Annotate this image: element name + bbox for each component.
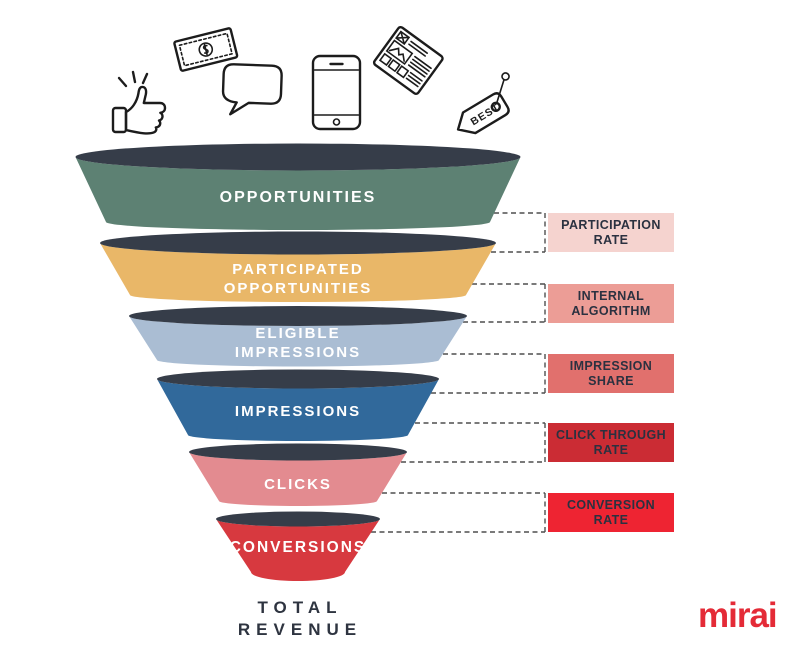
stage-rim xyxy=(189,443,407,461)
rate-label-line2: RATE xyxy=(593,512,629,527)
rate-label-line1: PARTICIPATION xyxy=(561,217,661,232)
connector-participation-rate xyxy=(491,212,546,253)
rate-box-participation-rate: PARTICIPATION RATE xyxy=(548,213,674,252)
stage-body xyxy=(100,243,496,302)
rate-label-line1: CONVERSION xyxy=(566,497,656,512)
rate-label-line1: IMPRESSION xyxy=(569,358,653,373)
stage-body xyxy=(189,452,407,506)
stage-label-clicks: CLICKS xyxy=(264,476,332,493)
rate-label-line2: ALGORITHM xyxy=(571,303,651,318)
funnel-stage-eligible-impressions: ELIGIBLE IMPRESSIONS xyxy=(129,306,467,367)
total-revenue-line2: REVENUE xyxy=(237,620,363,639)
stage-rim xyxy=(216,511,380,527)
funnel-stage-impressions: IMPRESSIONS xyxy=(157,369,439,441)
stage-label-conversions: CONVERSIONS xyxy=(230,539,367,556)
connector-internal-algorithm xyxy=(463,283,546,323)
total-revenue-caption: TOTAL REVENUE xyxy=(200,597,400,641)
stage-body xyxy=(157,379,439,441)
funnel-stage-opportunities: OPPORTUNITIES xyxy=(75,143,521,230)
stage-body xyxy=(129,316,467,367)
stage-rim xyxy=(129,306,467,326)
funnel-stage-conversions: CONVERSIONS xyxy=(216,511,380,581)
rate-label-line2: RATE xyxy=(593,232,629,247)
connector-conversion-rate xyxy=(371,492,546,533)
rate-box-conversion-rate: CONVERSION RATE xyxy=(548,493,674,532)
rate-box-impression-share: IMPRESSION SHARE xyxy=(548,354,674,393)
funnel-stage-participated-opportunities: PARTICIPATED OPPORTUNITIES xyxy=(100,231,496,302)
stage-label-eligible-line1: ELIGIBLE xyxy=(255,325,340,342)
rate-box-internal-algorithm: INTERNAL ALGORITHM xyxy=(548,284,674,323)
stage-body xyxy=(216,519,380,581)
stage-label-impressions: IMPRESSIONS xyxy=(235,403,361,420)
stage-rim xyxy=(100,231,496,255)
speech-bubble-icon xyxy=(221,63,283,116)
mirai-logo: mirai xyxy=(698,596,778,635)
thumbs-up-icon xyxy=(111,70,167,135)
smartphone-icon xyxy=(311,54,362,131)
rate-label-line1: CLICK THROUGH xyxy=(555,427,667,442)
rate-label-line2: RATE xyxy=(593,442,629,457)
rate-box-click-through-rate: CLICK THROUGH RATE xyxy=(548,423,674,462)
funnel-stage-clicks: CLICKS xyxy=(189,443,407,506)
connector-impression-share xyxy=(431,353,546,394)
stage-rim xyxy=(75,143,521,171)
stage-label-opportunities: OPPORTUNITIES xyxy=(220,189,377,206)
rate-label-line1: INTERNAL xyxy=(577,288,645,303)
stage-label-participated-line2: OPPORTUNITIES xyxy=(224,280,373,297)
website-icon xyxy=(372,25,444,95)
connector-click-through-rate xyxy=(401,422,546,463)
rate-label-line2: SHARE xyxy=(588,373,634,388)
best-price-tag-icon: BEST xyxy=(456,72,510,135)
total-revenue-line1: TOTAL xyxy=(257,598,343,617)
money-icon xyxy=(173,27,239,72)
stage-body xyxy=(75,157,521,230)
stage-label-participated-line1: PARTICIPATED xyxy=(232,261,364,278)
stage-label-eligible-line2: IMPRESSIONS xyxy=(235,344,361,361)
stage-rim xyxy=(157,369,439,389)
